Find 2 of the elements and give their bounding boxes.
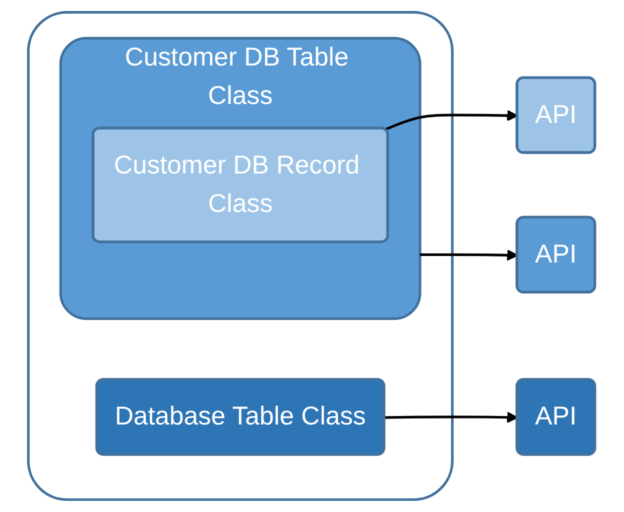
cluster <box>27 11 454 501</box>
cluster <box>60 36 422 320</box>
